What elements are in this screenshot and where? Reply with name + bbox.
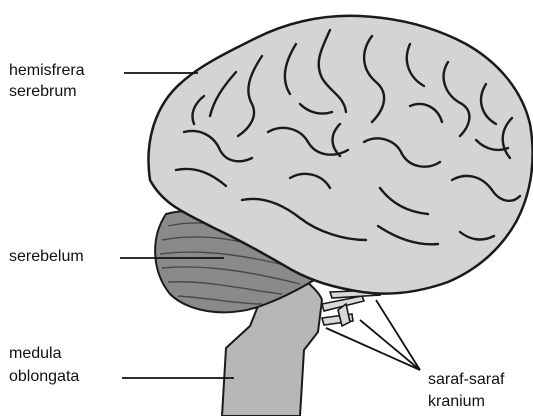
label-cerebellum: serebelum xyxy=(9,247,84,267)
label-nerves-line1: saraf-saraf xyxy=(428,370,504,390)
label-hemisphere-line1: hemisfrera xyxy=(9,61,85,81)
label-nerves-line2: kranium xyxy=(428,392,485,412)
leader-line-nerves-b xyxy=(360,320,420,370)
cranial-nerves-shape xyxy=(322,290,380,326)
label-medulla-line2: oblongata xyxy=(9,367,79,387)
label-hemisphere-line2: serebrum xyxy=(9,82,77,102)
label-medulla-line1: medula xyxy=(9,344,61,364)
